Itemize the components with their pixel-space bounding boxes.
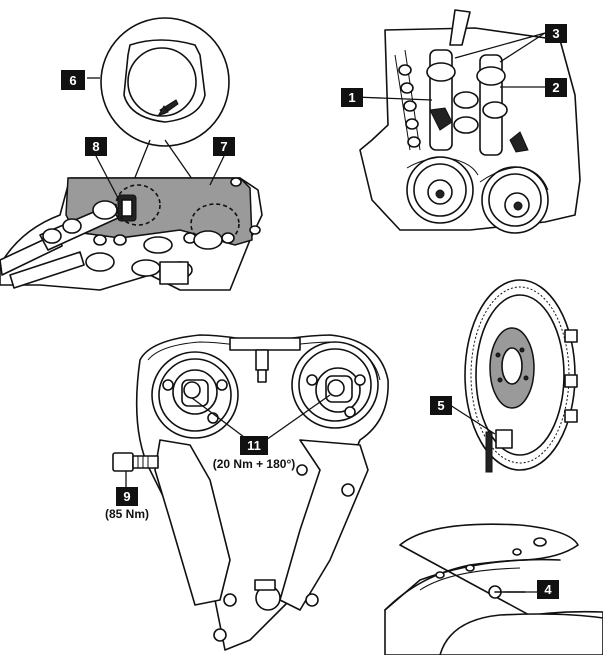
svg-text:9: 9	[123, 489, 130, 504]
chain-guides	[154, 439, 369, 642]
panel-crankshaft-pin: 4	[384, 523, 603, 655]
panel-camshaft-sprockets: 3 1 2	[341, 9, 581, 234]
callout-4: 4	[537, 580, 559, 599]
torque-label-11: (20 Nm + 180°)	[213, 457, 296, 471]
svg-text:3: 3	[552, 26, 559, 41]
torque-label-9: (85 Nm)	[105, 507, 149, 521]
sprocket-right	[291, 341, 379, 429]
magnified-detail	[100, 17, 230, 147]
svg-text:4: 4	[544, 582, 552, 597]
svg-text:8: 8	[92, 139, 99, 154]
callout-2: 2	[545, 78, 567, 97]
panel-camshaft-locking-tool: 6 8 7	[0, 17, 263, 291]
svg-text:11: 11	[247, 438, 261, 453]
callout-8: 8	[85, 137, 119, 199]
camshafts	[0, 200, 119, 289]
panel-timing-chain: 11 (20 Nm + 180°) 9 (85 Nm)	[105, 334, 389, 651]
cam-sprockets	[406, 156, 549, 234]
svg-text:6: 6	[69, 73, 76, 88]
callout-6: 6	[61, 70, 85, 90]
callout-1: 1	[341, 88, 363, 107]
cover-bolts	[93, 177, 261, 246]
cylinder-head-top-left	[0, 177, 263, 291]
svg-text:2: 2	[552, 80, 559, 95]
tensioner-bolt	[112, 452, 159, 472]
callout-7: 7	[209, 137, 235, 186]
callout-3: 3	[545, 24, 567, 43]
callout-9: 9	[116, 487, 138, 506]
svg-text:1: 1	[348, 90, 355, 105]
sprocket-left	[151, 351, 239, 439]
panel-flywheel: 5	[430, 279, 578, 473]
valve-train	[394, 49, 421, 151]
callout-11: 11	[240, 436, 268, 455]
callout-5: 5	[430, 396, 452, 415]
svg-text:5: 5	[437, 398, 444, 413]
svg-text:7: 7	[220, 139, 227, 154]
